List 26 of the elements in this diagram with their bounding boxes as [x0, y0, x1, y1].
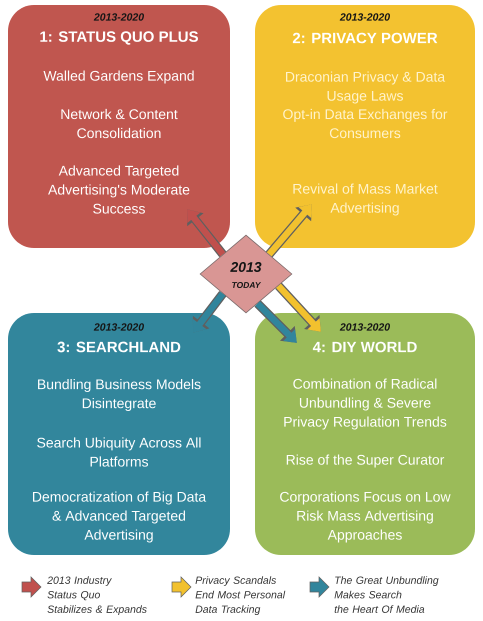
period-label: 2013-2020: [340, 323, 390, 331]
scenario-title: 4: DIY WORLD: [312, 342, 417, 352]
period-label: 2013-2020: [94, 323, 144, 331]
trend-text: Rise of the Super Curator: [286, 454, 444, 468]
trend-text: Corporations Focus on Low Risk Mass Advertising Approaches: [280, 491, 451, 543]
trend-text: Network & Content Consolidation: [61, 108, 178, 138]
period-label: 2013-2020: [94, 13, 144, 21]
trend-text: Draconian Privacy & Data Usage Laws: [286, 71, 446, 104]
legend-text: 2013 Industry Status Quo Stabilizes & Expands: [47, 576, 147, 615]
scenario-title: 2: PRIVACY POWER: [292, 32, 438, 44]
year-label: 2013: [230, 262, 262, 272]
legend-text: The Great Unbundling Makes Search the Heart Of Media: [334, 576, 439, 613]
trend-text: Search Ubiquity Across All Platforms: [37, 437, 201, 467]
trend-text: Advanced Targeted Advertising's Moderate Success: [48, 165, 190, 214]
legend-text: Privacy Scandals End Most Personal Data Tracking: [196, 576, 286, 615]
trend-text: Democratization of Big Data & Advanced Targeted Advertising: [33, 491, 206, 543]
period-label: 2013-2020: [340, 13, 390, 21]
trend-text: Combination of Radical Unbundling & Severe Privacy Regulation Trends: [284, 378, 446, 430]
scenario-title: 1: STATUS QUO PLUS: [40, 31, 198, 45]
scenario-title: 3: SEARCHLAND: [57, 342, 180, 352]
block-arrow: [254, 300, 297, 343]
today-label: TODAY: [232, 282, 262, 288]
trend-text: Opt-in Data Exchanges for Consumers: [283, 108, 448, 138]
trend-text: Walled Gardens Expand: [43, 70, 194, 84]
trend-text: Revival of Mass Market Advertising: [293, 183, 438, 216]
trend-text: Bundling Business Models Disintegrate: [38, 378, 201, 412]
